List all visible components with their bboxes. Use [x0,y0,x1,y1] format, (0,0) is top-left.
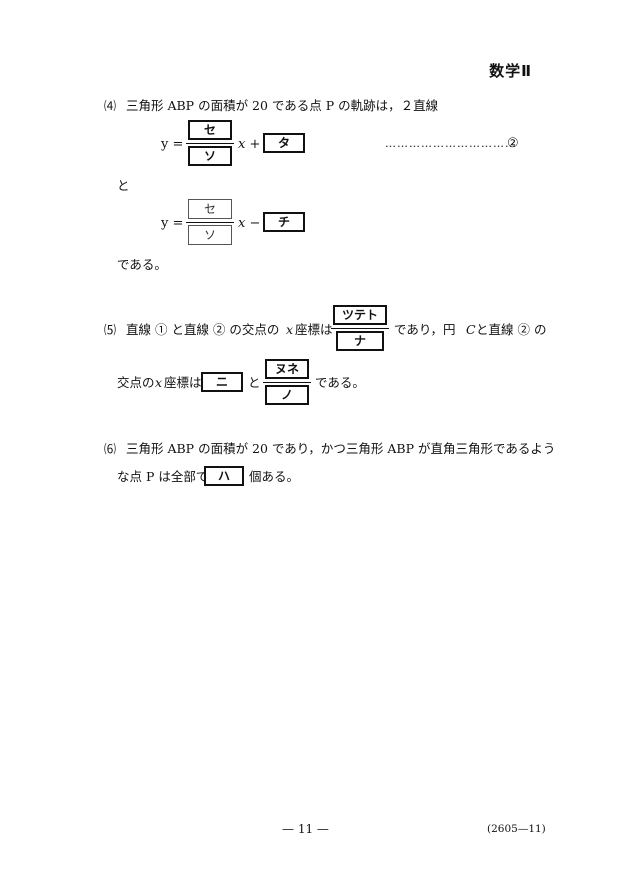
answer-box-ni[interactable]: ニ [201,372,243,392]
answer-box-chi[interactable]: チ [263,212,305,232]
q4-eq1-lhs: y = [161,137,184,152]
fraction-bar [186,143,234,145]
answer-box-no[interactable]: ノ [265,385,309,405]
answer-box-so-repeat: ソ [188,225,232,245]
q5-text-b: 座標は [295,322,333,337]
q4-eq2-var: x − [238,216,261,231]
fraction-bar [331,328,389,330]
answer-box-ta[interactable]: タ [263,133,305,153]
fraction-bar [186,222,234,224]
q4-conj: と [117,178,130,193]
answer-box-so[interactable]: ソ [188,146,232,166]
q4-eq1-var: x + [238,137,261,152]
q4-end: である。 [117,257,167,272]
q5-conj: と [248,375,261,390]
answer-box-nune[interactable]: ヌネ [265,359,309,379]
answer-box-na[interactable]: ナ [336,331,384,351]
q6-text: 三角形 ABP の面積が 20 であり，かつ三角形 ABP が直角三角形であるよ… [126,441,556,456]
answer-box-se[interactable]: セ [188,120,232,140]
q5-line2-x-var: x [155,375,163,390]
q6-line2-a: な点 P は全部で [117,469,209,484]
q5-end: である。 [315,375,365,390]
page-number: — 11 — [282,822,329,836]
q5-circle-var: C [466,322,476,337]
q5-x-var: x [286,322,294,337]
leader-dots: …………………………… [385,137,517,150]
q5-line2-a: 交点の [117,375,155,390]
answer-box-ha[interactable]: ハ [204,466,244,486]
q5-text-d: と直線 ② の [476,322,547,337]
answer-box-se-repeat: セ [188,199,232,219]
q5-text-a: 直線 ① と直線 ② の交点の [126,322,280,337]
q5-text-c: であり，円 [394,322,456,337]
answer-box-tsuteto[interactable]: ツテト [333,305,387,325]
q5-number: ⑸ [104,323,117,337]
q4-eq2-lhs: y = [161,216,184,231]
subject-header: 数学Ⅱ [489,62,532,80]
exam-code: (2605—11) [487,823,546,835]
q4-text: 三角形 ABP の面積が 20 である点 P の軌跡は，２直線 [126,98,439,113]
fraction-bar [263,382,311,384]
q5-line2-b: 座標は [164,375,202,390]
equation-ref-2: ② [507,136,519,151]
q4-number: ⑷ [104,99,117,113]
q6-line2-b: 個ある。 [249,469,300,484]
q6-number: ⑹ [104,442,117,456]
